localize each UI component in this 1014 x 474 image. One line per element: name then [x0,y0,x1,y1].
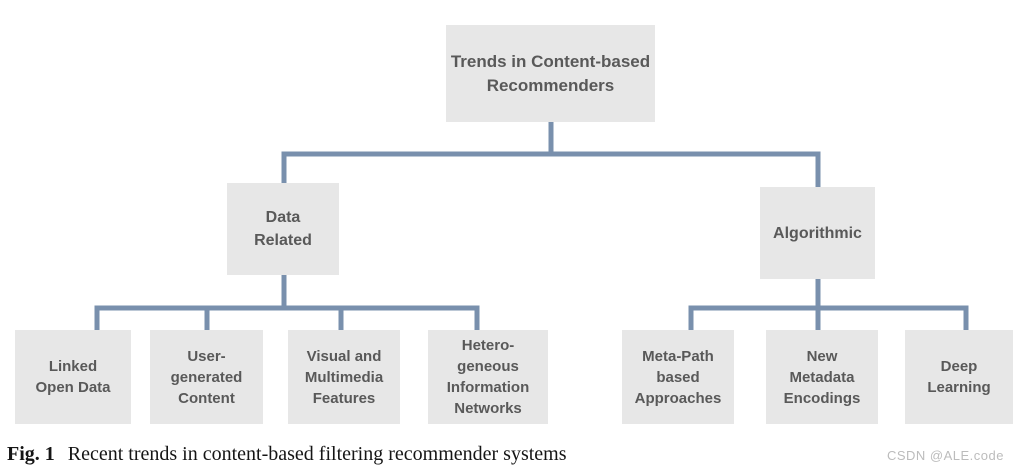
node-new-metadata-encodings: New Metadata Encodings [766,330,878,424]
caption-text: Recent trends in content-based filtering… [67,443,567,465]
node-visual-multimedia-features: Visual and Multimedia Features [288,330,400,424]
node-algorithmic: Algorithmic [760,187,875,279]
watermark: CSDN @ALE.code [886,448,1004,463]
node-heterogeneous-information-networks: Hetero- geneous Information Networks [428,330,548,424]
connector-level1-rail [281,151,821,189]
figure-number: Fig. 1 [7,443,55,465]
figure-caption: Fig. 1 Recent trends in content-based fil… [7,443,567,466]
node-deep-learning: Deep Learning [905,330,1013,424]
connector-left-rail [94,305,480,332]
node-trends-root: Trends in Content-based Recommenders [446,25,655,122]
node-meta-path-based-approaches: Meta-Path based Approaches [622,330,734,424]
connector-right-rail [688,305,969,332]
node-user-generated-content: User- generated Content [150,330,263,424]
node-data-related: Data Related [227,183,339,275]
node-linked-open-data: Linked Open Data [15,330,131,424]
